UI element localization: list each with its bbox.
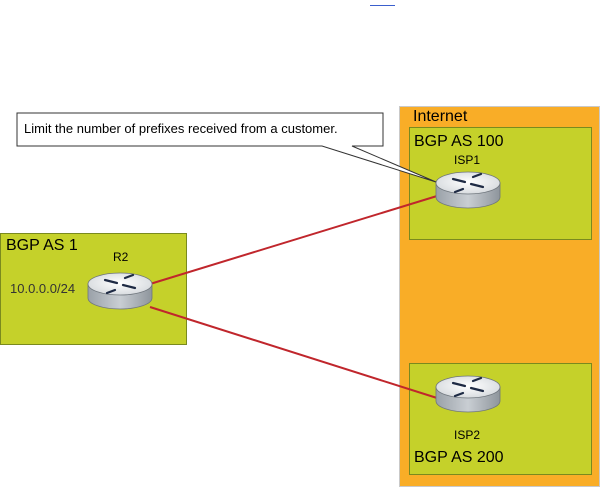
link-r2-isp1 — [149, 195, 438, 285]
link-r2-isp2 — [149, 306, 438, 399]
r2-label: R2 — [113, 250, 129, 264]
top-link-fragment — [370, 0, 395, 6]
router-isp2-icon[interactable] — [435, 375, 501, 413]
as200-label: BGP AS 200 — [414, 449, 504, 466]
as1-label: BGP AS 1 — [6, 237, 78, 254]
callout-box — [16, 112, 437, 183]
router-r2-icon[interactable] — [87, 272, 153, 310]
as200-box — [409, 363, 592, 475]
callout-text: Limit the number of prefixes received fr… — [24, 121, 338, 136]
internet-label: Internet — [413, 108, 468, 125]
router-isp1-icon[interactable] — [435, 171, 501, 209]
prefix-label: 10.0.0.0/24 — [10, 281, 76, 296]
isp2-label: ISP2 — [454, 428, 481, 442]
as100-label: BGP AS 100 — [414, 133, 504, 150]
isp1-label: ISP1 — [454, 153, 481, 167]
